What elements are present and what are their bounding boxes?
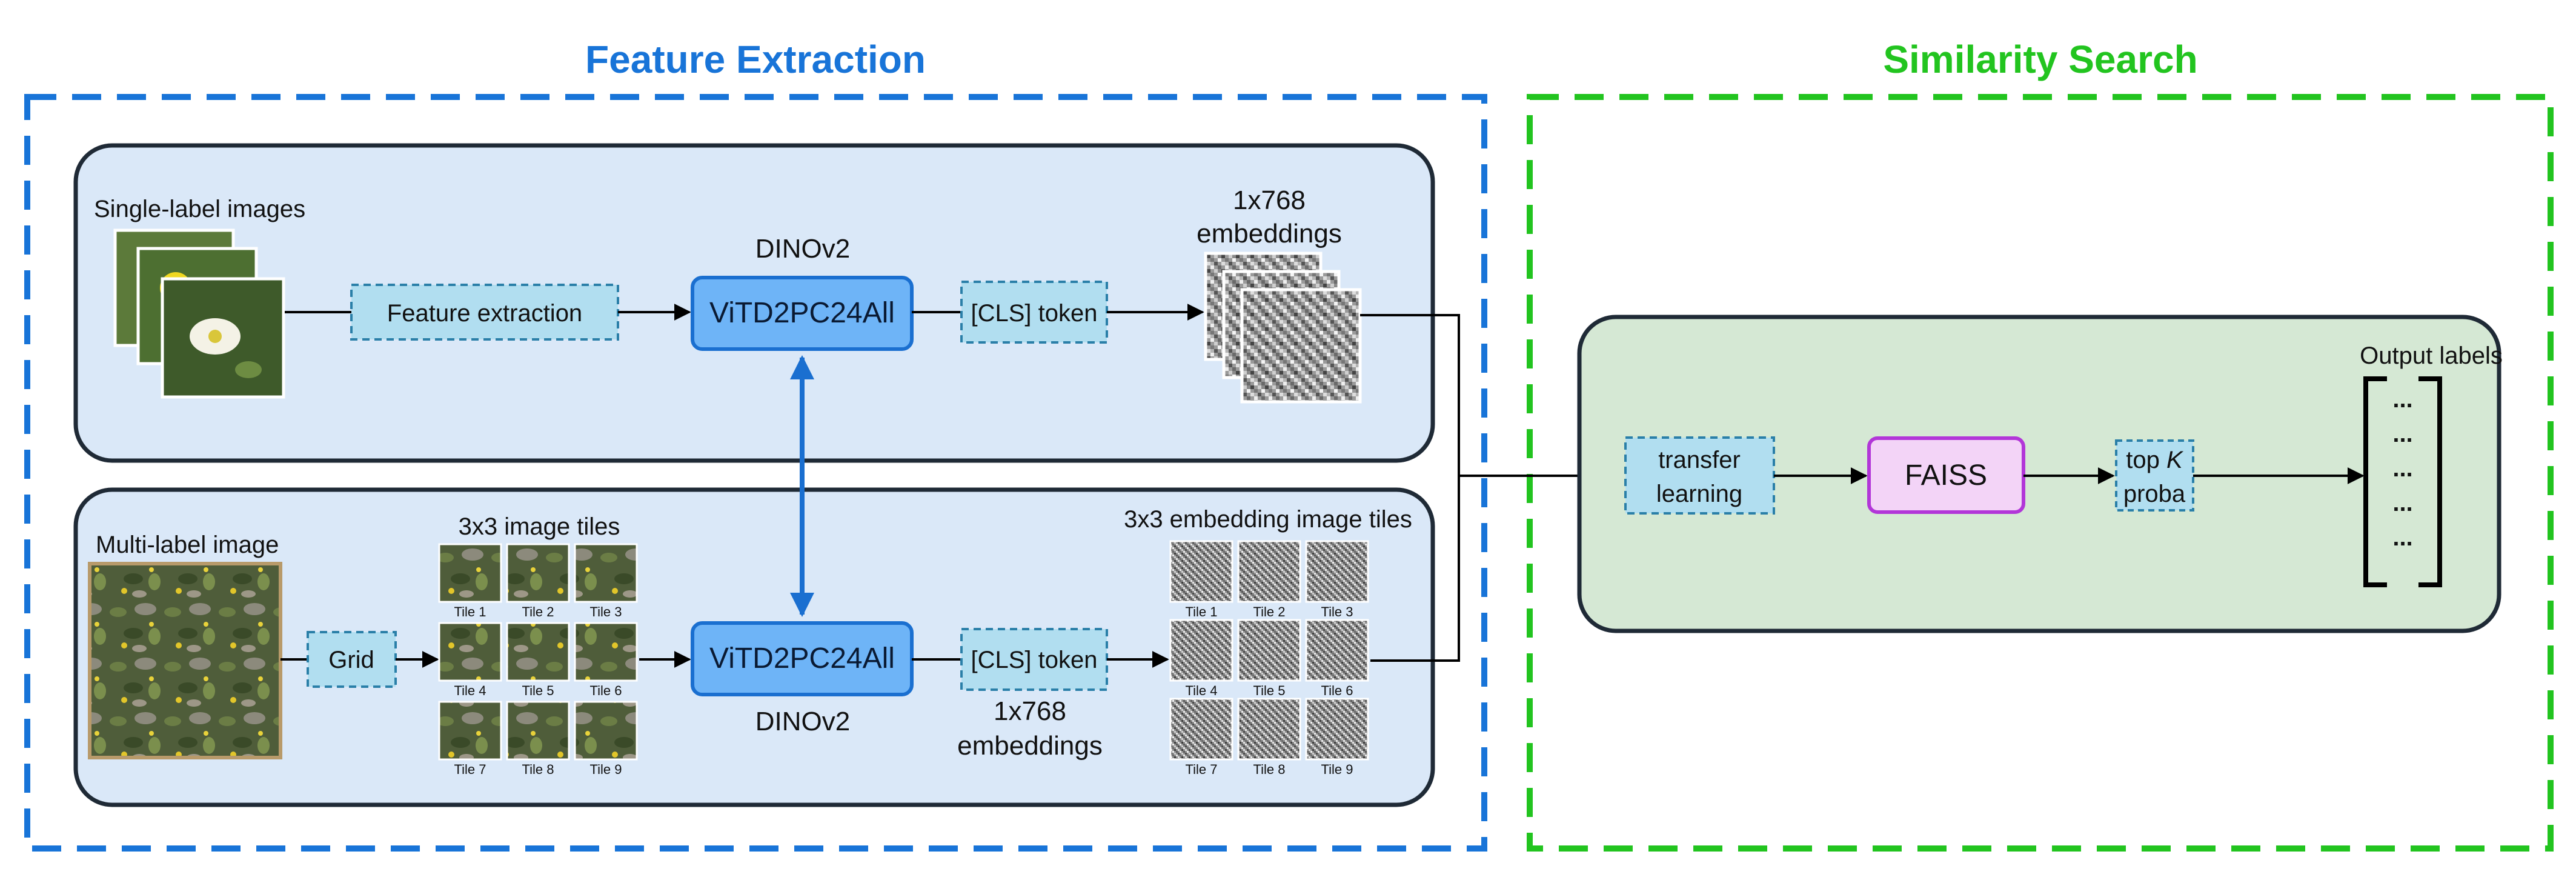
transfer-learning-box	[1624, 436, 1775, 515]
image-tile-label-6: Tile 6	[590, 683, 622, 698]
image-tile-label-8: Tile 8	[522, 762, 554, 777]
topk-prefix: top	[2126, 447, 2166, 473]
faiss-label: FAISS	[1905, 459, 1987, 492]
model-name-single: ViTD2PC24All	[709, 297, 895, 329]
output-items: ...............	[2392, 386, 2412, 551]
grid-box	[307, 631, 397, 688]
embedding-tile-label-4: Tile 4	[1186, 683, 1218, 698]
image-tile-label-5: Tile 5	[522, 683, 554, 698]
embedding-tile-label-6: Tile 6	[1321, 683, 1353, 698]
image-tiles-grid: Tile 1 Tile 2 Tile 3 Tile 4 Tile 5 Tile 6 Tile…	[438, 543, 638, 777]
dinov2-bottom-label: DINOv2	[755, 707, 850, 736]
connector-single-to-merge	[1360, 314, 1460, 476]
transfer-learning-line1: transfer	[1658, 447, 1741, 473]
connector-multi-to-merge	[1370, 476, 1460, 662]
image-tile-6	[574, 622, 638, 682]
multi-label-image-label: Multi-label image	[96, 532, 279, 558]
image-tile-label-3: Tile 3	[590, 604, 622, 619]
topk-line2: proba	[2123, 481, 2186, 507]
output-labels-vector	[2363, 376, 2442, 587]
image-tile-label-9: Tile 9	[590, 762, 622, 777]
embed-label-single-line2: embeddings	[1197, 219, 1342, 248]
embedding-tile-6	[1305, 619, 1369, 682]
embed-tiles-title: 3x3 embedding image tiles	[1124, 506, 1412, 533]
embedding-tile-8	[1237, 698, 1301, 761]
embedding-tile-label-9: Tile 9	[1321, 762, 1353, 777]
topk-k: K	[2166, 447, 2184, 473]
multi-label-image	[88, 562, 282, 759]
embed-label-multi-line1: 1x768	[994, 696, 1066, 726]
embedding-tile-label-8: Tile 8	[1253, 762, 1286, 777]
image-tile-label-1: Tile 1	[454, 604, 486, 619]
dinov2-top-label: DINOv2	[755, 234, 850, 264]
embedding-tile-7	[1169, 698, 1233, 761]
image-tile-9	[574, 701, 638, 761]
cls-token-box-multi	[960, 628, 1108, 691]
feature-extraction-box-label: Feature extraction	[387, 300, 582, 327]
image-tile-4	[438, 622, 502, 682]
embedding-tiles-grid: Tile 1 Tile 2 Tile 3 Tile 4 Tile 5 Tile 6 Tile…	[1169, 540, 1369, 777]
single-label-image-stack	[113, 228, 285, 399]
image-tile-7	[438, 701, 502, 761]
grid-box-label: Grid	[328, 647, 374, 673]
output-item-4: ...	[2392, 490, 2412, 516]
similarity-search-frame	[1527, 94, 2554, 852]
embedding-tile-label-2: Tile 2	[1253, 604, 1286, 619]
topk-box	[2115, 439, 2194, 512]
single-label-images-label: Single-label images	[94, 196, 305, 222]
output-labels-title: Output labels	[2360, 342, 2503, 369]
embedding-tile-label-5: Tile 5	[1253, 683, 1286, 698]
image-tile-1	[438, 543, 502, 603]
embedding-tile-label-1: Tile 1	[1186, 604, 1218, 619]
image-tile-2	[506, 543, 570, 603]
similarity-search-title: Similarity Search	[1883, 38, 2197, 81]
feature-extraction-box	[350, 284, 619, 341]
embedding-tile-1	[1169, 540, 1233, 603]
feature-extraction-frame	[24, 94, 1487, 852]
image-tile-3	[574, 543, 638, 603]
model-name-multi: ViTD2PC24All	[709, 642, 895, 675]
embed-label-single-line1: 1x768	[1233, 185, 1306, 215]
embedding-tile-5	[1237, 619, 1301, 682]
cls-token-box-single	[960, 281, 1108, 344]
image-tile-label-4: Tile 4	[454, 683, 486, 698]
output-item-2: ...	[2392, 421, 2412, 447]
output-item-3: ...	[2392, 455, 2412, 482]
topk-line1: top K	[2126, 447, 2184, 473]
embedding-tile-4	[1169, 619, 1233, 682]
cls-token-label-multi: [CLS] token	[971, 647, 1097, 673]
image-tile-5	[506, 622, 570, 682]
embedding-tile-3	[1305, 540, 1369, 603]
embedding-stack-single	[1204, 252, 1362, 404]
image-tiles-title: 3x3 image tiles	[459, 513, 620, 540]
image-tile-8	[506, 701, 570, 761]
embedding-tile-label-7: Tile 7	[1186, 762, 1218, 777]
output-item-5: ...	[2392, 524, 2412, 551]
embedding-tile-2	[1237, 540, 1301, 603]
embedding-tile-label-3: Tile 3	[1321, 604, 1353, 619]
cls-token-label-single: [CLS] token	[971, 300, 1097, 327]
transfer-learning-line2: learning	[1656, 481, 1742, 507]
similarity-panel	[1577, 315, 2501, 633]
output-item-1: ...	[2392, 386, 2412, 413]
feature-extraction-title: Feature Extraction	[585, 38, 926, 81]
image-tile-label-7: Tile 7	[454, 762, 486, 777]
image-tile-label-2: Tile 2	[522, 604, 554, 619]
embedding-tile-9	[1305, 698, 1369, 761]
embed-label-multi-line2: embeddings	[957, 731, 1103, 761]
